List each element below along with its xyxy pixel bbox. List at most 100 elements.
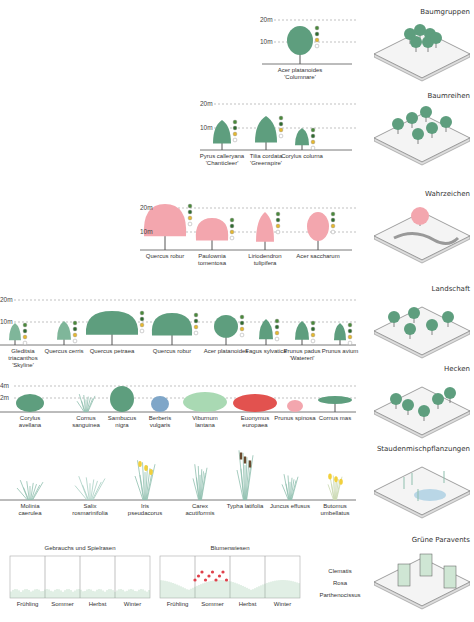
season-chart bbox=[10, 556, 150, 598]
plant-label: Quercus robur bbox=[149, 348, 195, 355]
height-marker: 10m bbox=[0, 318, 13, 325]
plant-symbol bbox=[214, 315, 244, 345]
height-line bbox=[154, 208, 356, 209]
plant-symbol bbox=[295, 321, 315, 345]
isometric-sketch bbox=[374, 379, 470, 441]
plant-symbol bbox=[196, 218, 234, 250]
plant-label: Typha latifolia bbox=[224, 503, 266, 510]
plant-label: Prunus spinosa bbox=[274, 415, 316, 422]
isometric-sketch bbox=[374, 459, 470, 521]
height-marker: 4m bbox=[0, 382, 9, 389]
section-illustration: Hecken bbox=[372, 365, 472, 443]
plant-symbol bbox=[213, 120, 237, 150]
height-marker: 10m bbox=[140, 228, 153, 235]
height-line bbox=[214, 104, 356, 105]
section-illustration: Grüne Paravents bbox=[372, 536, 472, 614]
plant-symbol bbox=[256, 212, 280, 250]
plant-symbol bbox=[110, 386, 134, 412]
plant-symbol bbox=[77, 394, 95, 412]
plant-symbol bbox=[86, 311, 144, 345]
plant-label: Carex acutiformis bbox=[179, 503, 221, 517]
section-title: Wahrzeichen bbox=[425, 190, 470, 198]
section-illustration: Landschaft bbox=[372, 285, 472, 363]
section-title: Hecken bbox=[444, 365, 470, 373]
plant-label: Juncus effusus bbox=[269, 503, 311, 510]
plant-label: Clematis bbox=[315, 568, 365, 575]
isometric-sketch bbox=[374, 22, 470, 84]
plants bbox=[9, 26, 352, 500]
plant-symbol bbox=[183, 392, 227, 412]
height-line bbox=[14, 300, 356, 301]
plant-label: Salix rosmarinifolia bbox=[69, 503, 111, 517]
height-marker: 2m bbox=[0, 394, 9, 401]
plant-symbol bbox=[152, 313, 198, 345]
isometric-sketch bbox=[374, 550, 470, 612]
plant-symbol bbox=[287, 400, 303, 412]
section-title: Landschaft bbox=[432, 285, 470, 293]
plant-symbol bbox=[17, 480, 43, 500]
ground-line bbox=[0, 412, 356, 413]
plant-label: Pyrus calleryana 'Chanticleer' bbox=[199, 153, 245, 167]
plant-label: Parthenocissus bbox=[315, 592, 365, 599]
height-marker: 20m bbox=[260, 16, 273, 23]
ground-line bbox=[140, 250, 352, 251]
plant-label: Winter bbox=[116, 601, 150, 608]
plant-symbol bbox=[237, 450, 253, 500]
plant-symbol bbox=[233, 394, 277, 412]
plant-label: Quercus cerris bbox=[41, 348, 87, 355]
section-illustration: Wahrzeichen bbox=[372, 190, 472, 268]
plant-label: Cornus sanguinea bbox=[65, 415, 107, 429]
plant-symbol bbox=[16, 394, 44, 412]
plant-label: Gleditsia triacanthos 'Skyline' bbox=[0, 348, 46, 369]
height-marker: 20m bbox=[140, 204, 153, 211]
plant-label: Herbst bbox=[81, 601, 115, 608]
plant-label: Butomus umbellatus bbox=[314, 503, 356, 517]
isometric-sketch bbox=[374, 204, 470, 266]
height-marker: 20m bbox=[0, 296, 13, 303]
plant-label: Euonymus europaea bbox=[234, 415, 276, 429]
plant-symbol bbox=[259, 319, 279, 345]
height-marker: 10m bbox=[260, 38, 273, 45]
height-marker: 20m bbox=[200, 100, 213, 107]
plant-label: Paulownia tomentosa bbox=[189, 253, 235, 267]
plant-symbol bbox=[295, 128, 315, 150]
section-illustration: Baumreihen bbox=[372, 92, 472, 170]
plant-label: Cornus mas bbox=[314, 415, 356, 422]
height-line bbox=[14, 386, 356, 387]
plant-label: Sommer bbox=[196, 601, 230, 608]
plant-label: Viburnum lantana bbox=[184, 415, 226, 429]
plant-label: Quercus petraea bbox=[89, 348, 135, 355]
plant-label: Liriodendron tulipifera bbox=[242, 253, 288, 267]
plant-symbol bbox=[307, 212, 335, 250]
plant-label: Corylus colurna bbox=[279, 153, 325, 160]
plant-label: Herbst bbox=[231, 601, 265, 608]
isometric-sketch bbox=[374, 106, 470, 168]
plant-label: Quercus robur bbox=[142, 253, 188, 260]
ground-lines bbox=[0, 64, 356, 500]
height-marker: 10m bbox=[200, 124, 213, 131]
plant-symbol bbox=[193, 464, 207, 500]
section-title: Baumgruppen bbox=[420, 8, 470, 16]
plant-label: Molinia caerulea bbox=[9, 503, 51, 517]
height-line bbox=[274, 42, 356, 43]
plant-label: Prunus padus 'Watereri' bbox=[279, 348, 325, 362]
plant-symbol bbox=[135, 460, 155, 500]
plant-symbol bbox=[334, 323, 352, 345]
plant-symbol bbox=[9, 323, 27, 345]
plant-label: Acer saccharum bbox=[295, 253, 341, 260]
plant-symbol bbox=[151, 396, 169, 412]
plant-symbol bbox=[318, 396, 352, 412]
plant-label: Iris pseudacorus bbox=[124, 503, 166, 517]
plant-symbol bbox=[287, 26, 319, 64]
section-title: Baumreihen bbox=[427, 92, 470, 100]
section-illustration: Staudenmischpflanzungen bbox=[372, 445, 472, 523]
plant-label: Rosa bbox=[315, 580, 365, 587]
plant-symbol bbox=[282, 474, 298, 500]
plant-label: Blumenwiesen bbox=[160, 545, 300, 552]
plant-label: Berberis vulgaris bbox=[139, 415, 181, 429]
section-title: Staudenmischpflanzungen bbox=[377, 445, 470, 453]
plant-label: Fagus sylvatica bbox=[243, 348, 289, 355]
plant-symbol bbox=[255, 116, 283, 150]
plant-label: Winter bbox=[266, 601, 300, 608]
